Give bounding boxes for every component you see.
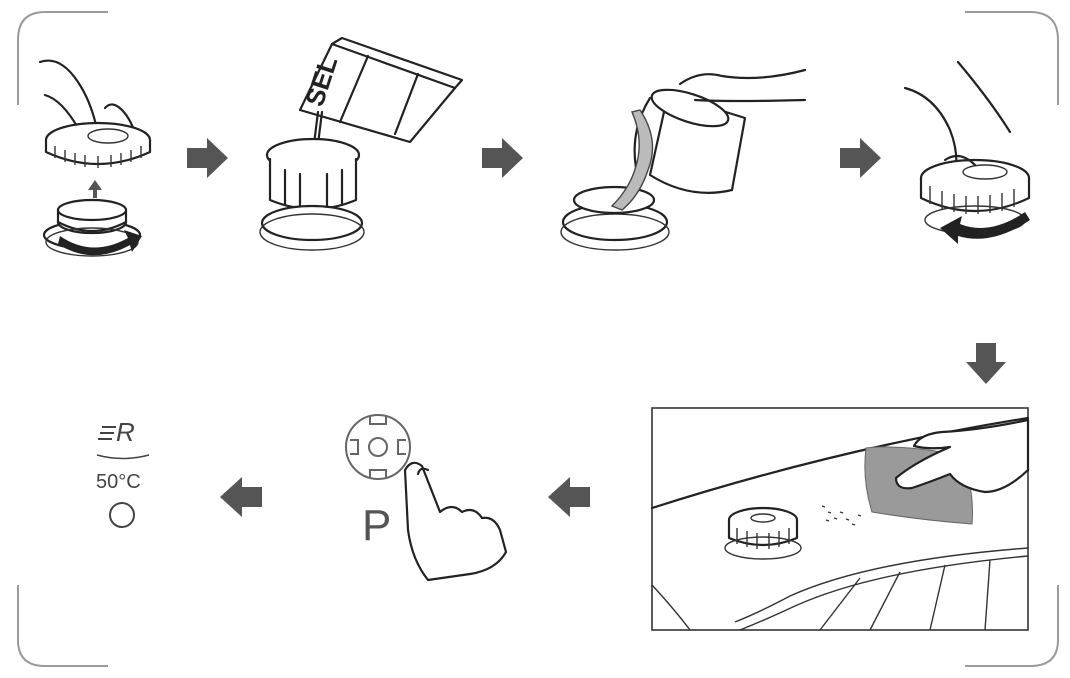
program-key-label: P [362,501,391,550]
regeneration-symbol: R [116,417,135,447]
step-3-add-water [560,68,807,251]
arrow-down-icon [966,343,1006,384]
step-7-indicator: R 50°C [96,417,150,528]
finger-press-icon [403,461,508,582]
arrow-left-icon [548,477,590,517]
rotate-arrow-icon [940,212,1030,244]
arrow-right-icon [187,138,228,178]
hand-icon [894,418,1030,494]
step-2-pour-salt: SEL [259,36,464,251]
arrow-right-icon [482,138,523,178]
temperature-label: 50°C [96,471,141,493]
step-1-unscrew-cap [38,59,152,257]
indicator-light-icon [109,502,135,528]
step-5-wipe-salt [650,407,1030,631]
arrow-right-icon [840,138,881,178]
jug [633,88,747,194]
regeneration-icon: R [98,417,135,447]
rotate-arrow-icon [58,230,142,256]
program-dial-icon [345,414,411,480]
hand-icon [903,60,1012,172]
step-4-screw-cap [903,60,1031,244]
salt-pack: SEL [298,36,464,144]
arrow-left-icon [220,477,262,517]
up-arrow-icon [88,180,102,198]
hand-icon [678,68,807,103]
outer-frame [17,11,1059,667]
step-6-press-program-button: P [345,414,508,582]
